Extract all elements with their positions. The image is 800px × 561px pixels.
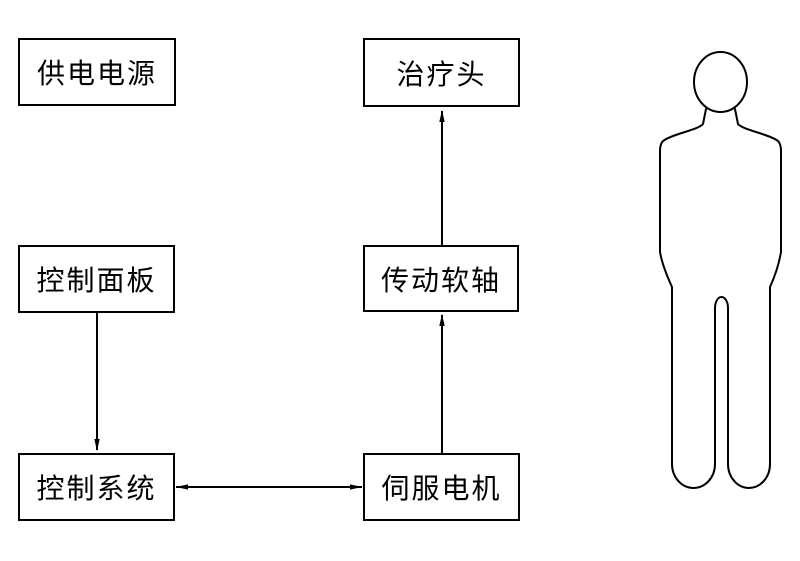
box-servo-motor-label: 伺服电机 [381,474,502,505]
box-power-supply: 供电电源 [18,38,176,106]
box-power-supply-label: 供电电源 [36,59,157,90]
box-control-system-label: 控制系统 [36,474,157,505]
arrowhead-down-into-system [94,439,100,451]
box-control-panel: 控制面板 [18,245,175,313]
box-control-system: 控制系统 [18,453,175,521]
arrowhead-up-into-head [439,110,445,122]
human-figure [659,51,782,489]
arrowhead-up-into-shaft [439,314,445,326]
human-body-outline [659,108,782,489]
arrowhead-right-into-motor [350,484,362,490]
box-drive-shaft-label: 传动软轴 [380,265,501,297]
box-treatment-head-label: 治疗头 [396,59,487,91]
arrowhead-left-into-system [176,484,188,490]
box-drive-shaft: 传动软轴 [363,245,519,312]
box-treatment-head: 治疗头 [363,38,520,107]
box-servo-motor: 伺服电机 [363,453,520,521]
box-control-panel-label: 控制面板 [36,266,157,297]
human-head-outline [693,51,748,113]
